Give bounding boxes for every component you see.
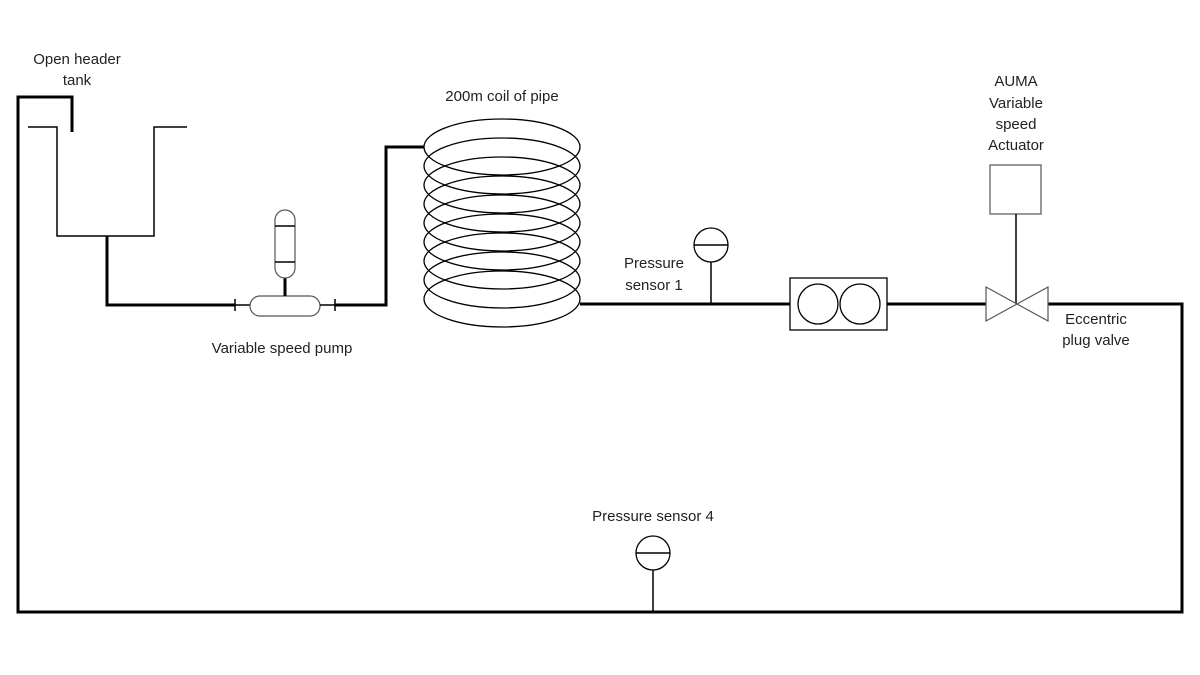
tank-to-pump-pipe xyxy=(105,236,236,311)
actuator-label-line1: AUMA xyxy=(994,73,1037,90)
flow-meter xyxy=(789,277,888,331)
variable-speed-pump xyxy=(235,209,336,317)
sensor1-label-line1: Pressure xyxy=(624,255,684,272)
eccentric-plug-valve xyxy=(985,285,1049,323)
sensor4-label: Pressure sensor 4 xyxy=(592,508,714,525)
pump-to-coil-pipe xyxy=(335,145,424,307)
coil-label: 200m coil of pipe xyxy=(445,88,558,105)
actuator-label-line3: speed xyxy=(996,116,1037,133)
actuator-label-line4: Actuator xyxy=(988,137,1044,154)
pipe-coil xyxy=(423,118,581,328)
open-header-tank xyxy=(28,126,187,237)
auma-actuator xyxy=(989,164,1042,304)
sensor1-label-line2: sensor 1 xyxy=(625,277,683,294)
pressure-sensor-4 xyxy=(635,535,671,612)
pump-label: Variable speed pump xyxy=(212,340,353,357)
main-loop-pipe xyxy=(16,95,1184,614)
actuator-label-line2: Variable xyxy=(989,95,1043,112)
tank-label-line1: Open header xyxy=(33,51,121,68)
valve-label-line1: Eccentric xyxy=(1065,311,1127,328)
valve-label-line2: plug valve xyxy=(1062,332,1130,349)
pressure-sensor-1 xyxy=(693,227,729,304)
tank-label-line2: tank xyxy=(63,72,92,89)
